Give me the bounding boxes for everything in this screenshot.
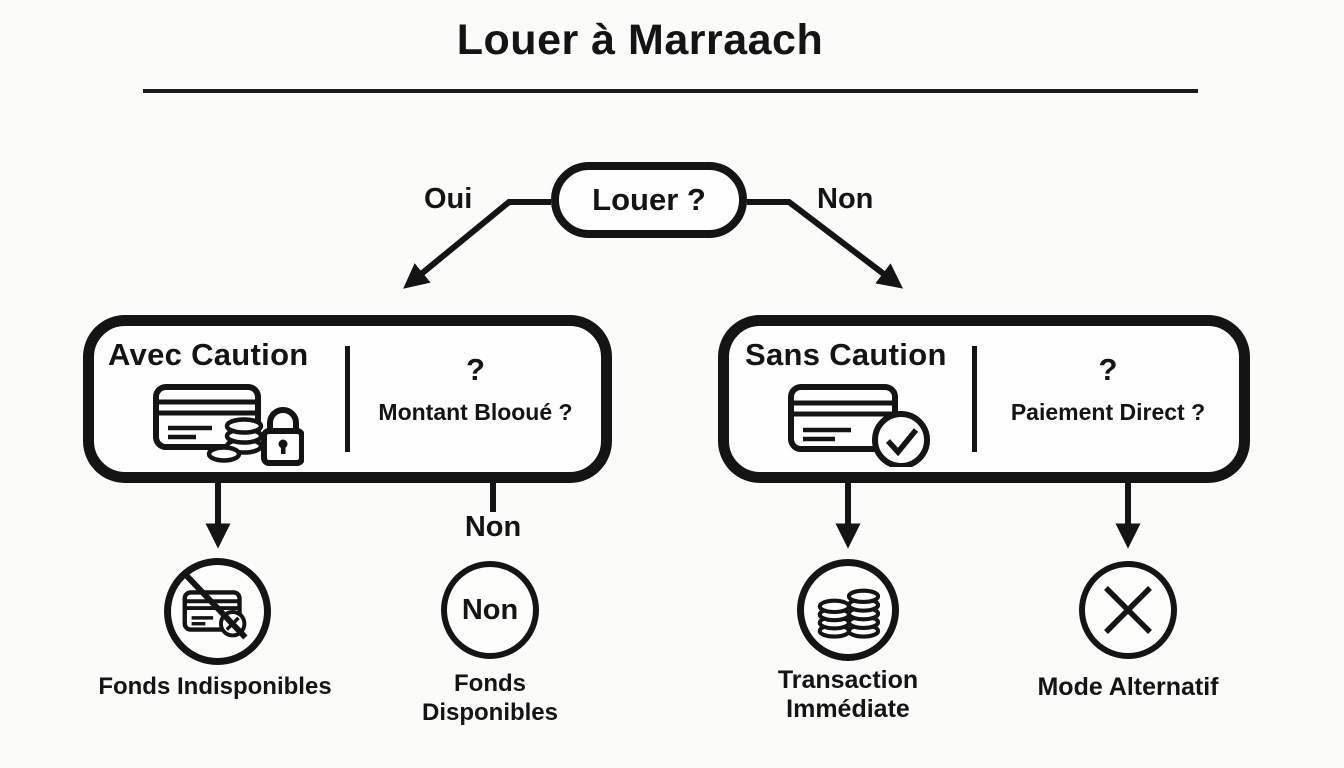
outcome-circle-non-text: Non bbox=[461, 593, 519, 626]
outcome-label-transaction: Transaction Immédiate bbox=[758, 666, 938, 724]
outcome-label-alternative: Mode Alternatif bbox=[1037, 673, 1219, 701]
credit-card-crossed-icon bbox=[182, 573, 248, 639]
box-divider bbox=[345, 346, 350, 452]
outcome-circle-funds-unavailable bbox=[164, 558, 271, 665]
outcome-label-funds-available: Fonds Disponibles bbox=[400, 669, 580, 727]
outcome-circle-transaction bbox=[797, 559, 899, 661]
padlock-icon bbox=[261, 407, 304, 466]
box-avec-caution: Avec Caution ? Montant Blooué ? bbox=[83, 315, 612, 483]
credit-card-check-icon bbox=[788, 384, 930, 467]
box-divider bbox=[972, 346, 977, 452]
outcome-circle-non: Non bbox=[441, 561, 539, 659]
question-mark: ? bbox=[1098, 352, 1118, 387]
coin-stack-right bbox=[846, 588, 881, 639]
box-sans-caution-title: Sans Caution bbox=[745, 337, 947, 372]
question-mark: ? bbox=[466, 352, 485, 387]
branch-label-non: Non bbox=[464, 511, 522, 543]
coin-stack-left bbox=[817, 598, 851, 639]
outcome-circle-alternative bbox=[1079, 561, 1177, 659]
edge-label-oui: Oui bbox=[424, 183, 473, 215]
decision-node-louer: Louer ? bbox=[551, 162, 747, 238]
x-mark-icon bbox=[1104, 586, 1152, 634]
check-circle-icon bbox=[872, 411, 930, 467]
title-underline bbox=[143, 89, 1198, 93]
outcome-label-line: Transaction bbox=[777, 666, 919, 694]
outcome-label-funds-unavailable: Fonds Indisponibles bbox=[98, 673, 332, 700]
coin-stacks-icon bbox=[817, 588, 881, 639]
box-avec-caution-question: ? Montant Blooué ? bbox=[350, 353, 601, 426]
edge-label-non: Non bbox=[817, 183, 874, 215]
question-text: Montant Blooué ? bbox=[378, 399, 573, 425]
box-avec-caution-title: Avec Caution bbox=[108, 337, 309, 372]
credit-card-coins-lock-icon bbox=[153, 384, 304, 466]
outcome-label-line: Immédiate bbox=[786, 695, 910, 723]
box-sans-caution: Sans Caution ? Paiement Direct ? bbox=[718, 315, 1250, 483]
coin-stack-icon bbox=[206, 417, 264, 463]
question-text: Paiement Direct ? bbox=[1010, 399, 1206, 425]
box-sans-caution-question: ? Paiement Direct ? bbox=[977, 353, 1239, 426]
outcome-label-line: Disponibles bbox=[421, 699, 559, 726]
outcome-label-line: Fonds bbox=[454, 670, 526, 697]
page-title: Louer à Marraach bbox=[456, 16, 824, 64]
decision-node-label: Louer ? bbox=[592, 182, 706, 217]
